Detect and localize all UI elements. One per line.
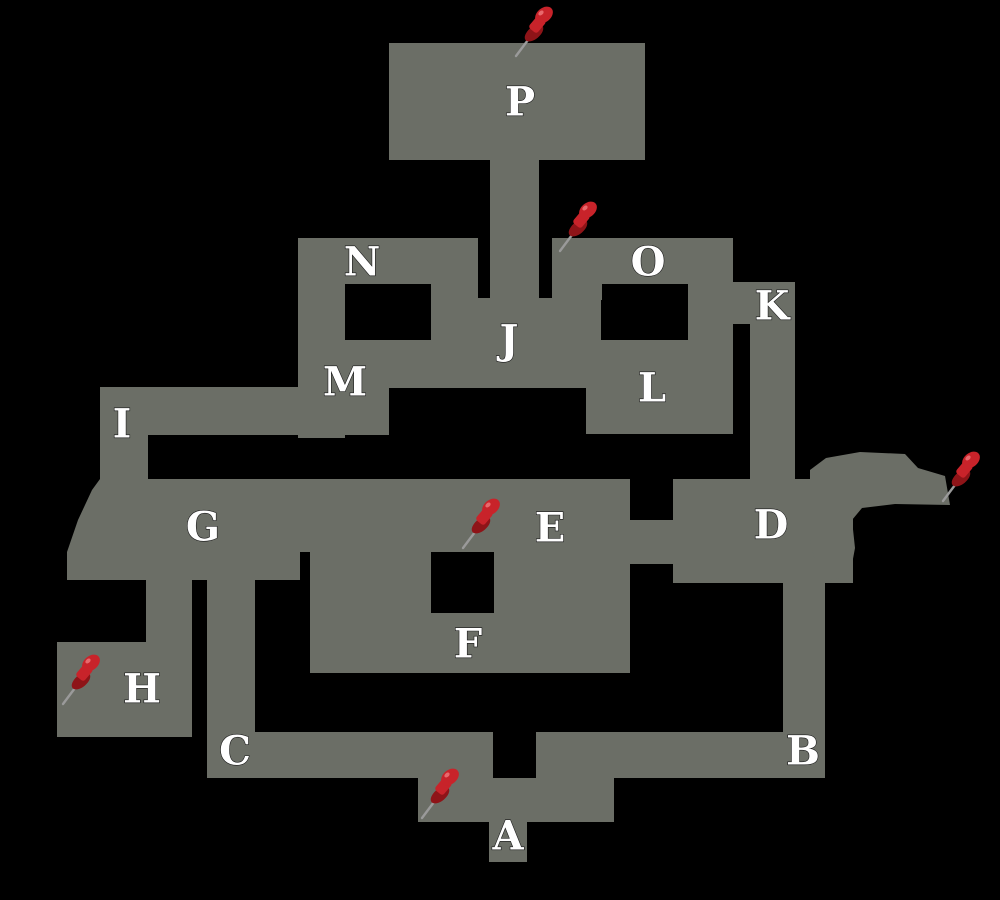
gap-a-top xyxy=(493,732,536,778)
room-label-d: D xyxy=(754,502,789,549)
floor-room-p xyxy=(389,43,645,160)
gap-p-j xyxy=(478,238,490,298)
room-label-b: B xyxy=(786,728,820,775)
floor-m-row xyxy=(298,340,602,388)
room-label-i: I xyxy=(113,401,132,448)
floor-room-i xyxy=(100,387,148,497)
room-label-p: P xyxy=(505,79,535,126)
floor-a-entrance xyxy=(489,820,527,862)
gap-g-c xyxy=(192,580,207,650)
floor-corridor-a-b xyxy=(536,732,825,778)
hole-o xyxy=(602,284,688,340)
room-label-m: M xyxy=(323,359,367,406)
room-label-a: A xyxy=(491,813,524,860)
room-label-c: C xyxy=(219,728,251,775)
room-labels: P N O K J M L I G E D F H C B A xyxy=(112,78,820,860)
floor-corridor-c-a xyxy=(207,732,493,778)
hole-e-f xyxy=(431,552,494,613)
floor-corridor-m-i xyxy=(100,387,389,435)
hole-n xyxy=(345,284,431,340)
floor-corridor-p-j xyxy=(490,160,539,300)
room-label-l: L xyxy=(638,365,666,412)
gap-e-d-top xyxy=(630,479,673,520)
room-label-g: G xyxy=(186,504,220,551)
room-label-f: F xyxy=(454,621,482,668)
room-label-o: O xyxy=(631,239,666,286)
gap-j-o xyxy=(539,238,552,298)
floor-room-l xyxy=(586,340,733,434)
floor-corridor-g-h xyxy=(146,578,192,648)
room-label-e: E xyxy=(535,505,566,552)
floor-room-h xyxy=(57,642,192,737)
floor-layer xyxy=(57,43,950,862)
floor-corridor-k-d xyxy=(750,282,795,482)
floor-cave-east xyxy=(810,452,950,583)
room-label-k: K xyxy=(755,283,791,330)
room-label-h: H xyxy=(123,666,161,713)
room-label-n: N xyxy=(344,239,381,286)
room-label-j: J xyxy=(497,317,519,364)
